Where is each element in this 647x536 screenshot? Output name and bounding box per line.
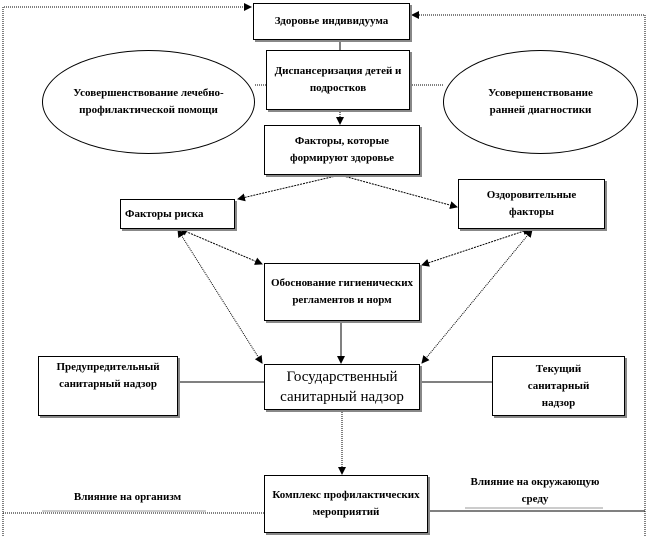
node-label: Оздоровительные факторы (486, 189, 577, 218)
node-label: Текущий санитарный надзор (527, 362, 590, 409)
node-label: Здоровье индивидуума (274, 15, 389, 27)
node-label: Диспансеризация детей и подростков (274, 65, 402, 94)
node-health-factors: Факторы, которые формируют здоровье (264, 125, 420, 175)
node-label: Предупредительный санитарный надзор (56, 361, 160, 390)
node-label: Государственный санитарный надзор (280, 369, 404, 405)
node-current-supervision: Текущий санитарный надзор (492, 356, 625, 416)
node-label: Усовершенствование лечебно-профилактичес… (73, 87, 224, 116)
node-state-supervision: Государственный санитарный надзор (264, 364, 420, 410)
node-hygiene-norms: Обоснование гигиенических регламентов и … (264, 263, 420, 321)
node-prevention-complex: Комплекс профилактических мероприятий (264, 475, 428, 533)
node-improve-diagnostics: Усовершенствование ранней диагностики (443, 50, 638, 154)
node-preventive-supervision: Предупредительный санитарный надзор (38, 356, 178, 416)
node-label: Обоснование гигиенических регламентов и … (270, 277, 414, 306)
node-label: Факторы, которые формируют здоровье (289, 135, 395, 164)
node-dispensarization: Диспансеризация детей и подростков (266, 50, 410, 110)
node-healing-factors: Оздоровительные факторы (458, 179, 605, 229)
label-organism-impact: Влияние на организм (73, 491, 182, 503)
feedback-right-line (411, 11, 646, 536)
node-label: Комплекс профилактических мероприятий (272, 489, 420, 518)
node-improve-treatment: Усовершенствование лечебно-профилактичес… (42, 50, 255, 154)
node-risk-factors: Факторы риска (120, 199, 235, 229)
node-label: Усовершенствование ранней диагностики (488, 87, 593, 116)
feedback-left-line (2, 3, 252, 536)
node-individual-health: Здоровье индивидуума (253, 3, 410, 40)
label-environment-impact: Влияние на окружающую среду (470, 476, 600, 505)
node-label: Факторы риска (125, 207, 204, 220)
